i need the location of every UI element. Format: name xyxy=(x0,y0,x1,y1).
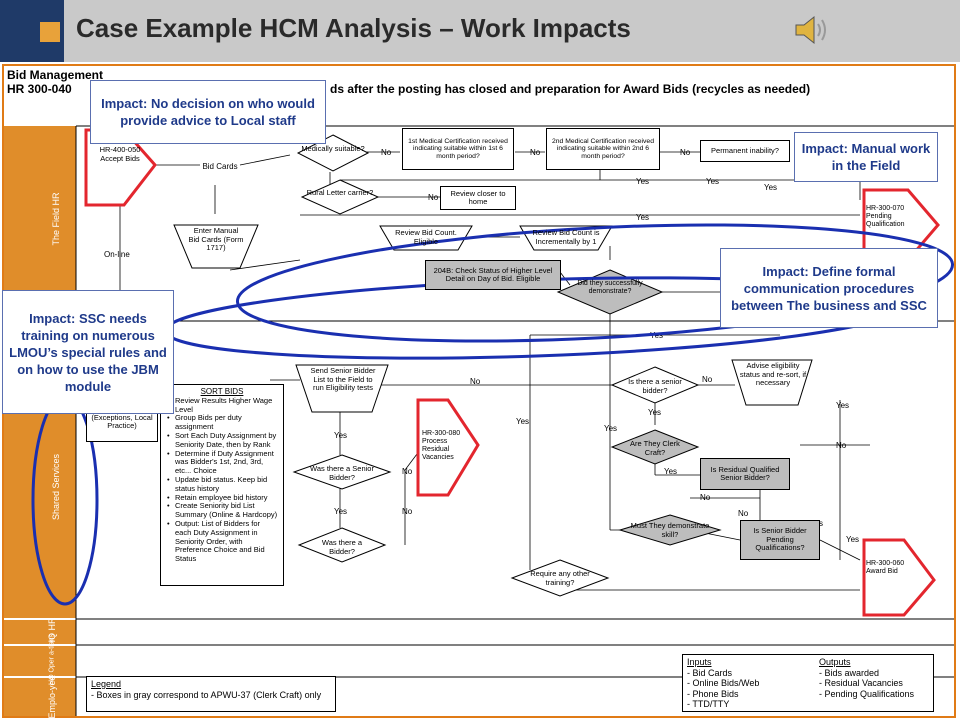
sort-bids-item: Create Seniority bid List Summary (Onlin… xyxy=(167,502,278,520)
lane-field-hr xyxy=(4,126,76,320)
edge-label-no-5: No xyxy=(470,377,481,386)
inputs-block: Inputs - Bid Cards - Online Bids/Web - P… xyxy=(687,657,759,710)
sort-bids-item: Sort Each Duty Assignment by Seniority D… xyxy=(167,431,278,450)
outputs-block: Outputs - Bids awarded - Residual Vacanc… xyxy=(819,657,914,699)
node-must-demonstrate: Must They demonstrate skill? xyxy=(630,521,710,539)
edge-label-no-1: No xyxy=(381,148,392,157)
edge-label-yes-12: Yes xyxy=(836,401,849,410)
edge-label-yes-2: Yes xyxy=(706,177,719,186)
edge-label-no-2: No xyxy=(530,148,541,157)
node-rural-carrier: Rural Letter carrier? xyxy=(306,188,374,197)
impact-communication: Impact: Define formal communication proc… xyxy=(720,248,938,328)
edge-label-yes-1: Yes xyxy=(636,177,649,186)
sort-bids-item: Determine if Duty Assignment was Bidder'… xyxy=(167,449,278,476)
edge-label-yes-3: Yes xyxy=(764,183,777,192)
edge-label-no-7: No xyxy=(402,507,413,516)
node-send-senior: Send Senior Bidder List to the Field to … xyxy=(310,366,376,392)
output-item: - Residual Vacancies xyxy=(819,678,903,688)
node-demonstrate: Did they successfully demonstrate? xyxy=(577,280,643,295)
edge-label-no-10: No xyxy=(738,509,749,518)
outputs-title: Outputs xyxy=(819,657,851,667)
input-item: - Online Bids/Web xyxy=(687,678,760,688)
edge-label-yes-11: Yes xyxy=(664,467,677,476)
node-advise-eligibility: Advise eligibility status and re-sort, i… xyxy=(739,361,807,387)
node-review-closer: Review closer to home xyxy=(440,186,516,210)
edge-label-no-11: No xyxy=(836,441,847,450)
lane-hq-hr xyxy=(4,620,76,644)
input-item: - Bid Cards xyxy=(687,667,733,678)
edge-label-yes-14: Yes xyxy=(846,535,859,544)
sort-bids-box: SORT BIDS Review Results Higher Wage Lev… xyxy=(160,384,284,586)
node-require-training: Require any other training? xyxy=(530,569,590,587)
node-permanent-inability: Permanent inability? xyxy=(700,140,790,162)
node-clerk-craft: Are They Clerk Craft? xyxy=(630,439,680,457)
output-item: - Bids awarded xyxy=(819,667,880,678)
node-was-senior: Was there a Senior Bidder? xyxy=(310,464,374,482)
edge-label-no-6: No xyxy=(402,467,413,476)
page-title: Case Example HCM Analysis – Work Impacts xyxy=(76,13,631,43)
node-pending-qualification: HR-300-070 Pending Qualification xyxy=(866,205,905,228)
legend-title: Legend xyxy=(91,679,122,689)
node-check-status: 204B: Check Status of Higher Level Detai… xyxy=(425,260,561,290)
process-header-line2-right: ds after the posting has closed and prep… xyxy=(330,82,811,96)
sort-bids-header: SORT BIDS xyxy=(200,387,244,396)
process-header-line2-left: HR 300-040 xyxy=(7,82,72,96)
edge-label-no-8: No xyxy=(702,375,713,384)
legend-text: - Boxes in gray correspond to APWU-37 (C… xyxy=(91,689,322,700)
output-item: - Pending Qualifications xyxy=(819,688,915,699)
impact-no-decision: Impact: No decision on who would provide… xyxy=(90,80,326,144)
sort-bids-item: Output: List of Bidders for each Duty As… xyxy=(167,519,278,564)
process-header-line1: Bid Management xyxy=(7,68,104,82)
node-process-residual: HR-300-080 Process Residual Vacancies xyxy=(422,430,461,461)
sort-bids-item: Update bid status. Keep bid status histo… xyxy=(167,475,278,494)
edge-label-no-9: No xyxy=(700,493,711,502)
node-online: On-line xyxy=(104,250,130,259)
edge-label-yes-7: Yes xyxy=(334,507,347,516)
node-residual-qualified: Is Residual Qualified Senior Bidder? xyxy=(700,458,790,490)
lane-hq-operations xyxy=(4,646,76,676)
node-review-incr: Review Bid Count is Incrementally by 1 xyxy=(532,228,600,246)
node-medically-suitable: Medically suitable? xyxy=(301,144,365,153)
node-med-cert-1: 1st Medical Certification received indic… xyxy=(402,128,514,170)
edge-label-yes-8: Yes xyxy=(516,417,529,426)
impact-ssc-training: Impact: SSC needs training on numerous L… xyxy=(2,290,174,414)
input-item: - TTD/TTY xyxy=(687,699,730,709)
node-enter-manual: Enter Manual Bid Cards (Form 1717) xyxy=(188,226,244,252)
title-square xyxy=(40,22,60,42)
edge-label-yes-9: Yes xyxy=(604,424,617,433)
node-is-senior: Is there a senior bidder? xyxy=(628,377,682,395)
lane-employee xyxy=(4,678,76,716)
input-item: - Phone Bids xyxy=(687,688,739,699)
edge-label-no-4: No xyxy=(428,193,439,202)
node-med-cert-2: 2nd Medical Certification received indic… xyxy=(546,128,660,170)
edge-label-yes-10: Yes xyxy=(648,408,661,417)
node-review-count: Review Bid Count. Eligible xyxy=(395,228,457,246)
node-was-bidder: Was there a Bidder? xyxy=(321,538,363,556)
node-accept-bids: HR-400-050 Accept Bids xyxy=(99,145,141,163)
inputs-title: Inputs xyxy=(687,657,712,667)
node-award-bid: HR-300-060 Award Bid xyxy=(866,560,905,575)
io-box: Inputs - Bid Cards - Online Bids/Web - P… xyxy=(682,654,934,712)
edge-label-yes-6: Yes xyxy=(334,431,347,440)
node-bid-cards: Bid Cards xyxy=(202,162,238,171)
sort-bids-item: Review Results Higher Wage Level xyxy=(167,396,278,415)
edge-label-no-3: No xyxy=(680,148,691,157)
sort-bids-list: Review Results Higher Wage Level Group B… xyxy=(166,396,278,564)
node-senior-pending: Is Senior Bidder Pending Qualifications? xyxy=(740,520,820,560)
edge-label-yes-4: Yes xyxy=(636,213,649,222)
sort-bids-item: Retain employee bid history xyxy=(167,493,278,503)
impact-manual-work: Impact: Manual work in the Field xyxy=(794,132,938,182)
sort-bids-item: Group Bids per duty assignment xyxy=(167,414,278,432)
speaker-icon[interactable] xyxy=(794,14,830,46)
legend-box: Legend - Boxes in gray correspond to APW… xyxy=(86,676,336,712)
